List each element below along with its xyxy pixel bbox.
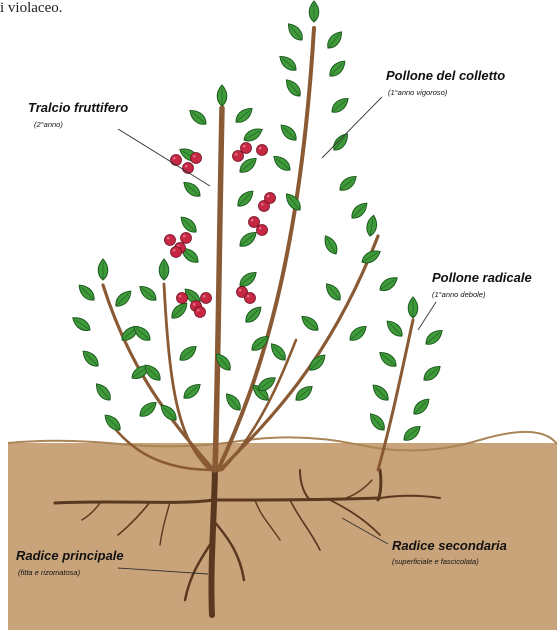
leaf <box>76 282 98 304</box>
leaf <box>337 173 359 194</box>
soil-ground <box>8 443 557 630</box>
leaf <box>242 125 265 144</box>
leaf <box>278 122 300 144</box>
raspberry-fruit <box>165 235 176 246</box>
leaf <box>421 363 443 384</box>
label-radice-secondaria: Radice secondaria <box>392 538 507 553</box>
raspberry-fruit <box>181 233 192 244</box>
leaf <box>70 314 93 334</box>
note-tralcio-fruttifero: (2°anno) <box>34 120 63 129</box>
leaf <box>283 77 304 99</box>
note-pollone-radicale: (1°anno debole) <box>432 290 485 299</box>
leaf <box>321 233 340 256</box>
leaf <box>323 281 344 303</box>
leaf <box>367 411 388 433</box>
leaf <box>401 423 423 444</box>
leaf <box>98 259 108 280</box>
raspberry-fruit <box>171 155 182 166</box>
leaf <box>347 323 369 344</box>
leaf <box>249 333 271 354</box>
raspberry-fruit <box>195 307 206 318</box>
raspberry-fruit <box>177 293 188 304</box>
label-pollone-radicale: Pollone radicale <box>432 270 532 285</box>
leaf <box>271 153 293 174</box>
leaf <box>178 214 200 236</box>
leaf <box>411 396 433 418</box>
leaf <box>177 343 199 364</box>
raspberry-fruit <box>265 193 276 204</box>
leaf <box>377 349 399 370</box>
label-tralcio-fruttifero: Tralcio fruttifero <box>28 100 128 115</box>
raspberry-fruit <box>245 293 256 304</box>
leaf <box>80 348 102 370</box>
leaf <box>243 304 265 326</box>
note-radice-secondaria: (superficiale e fascicolata) <box>392 557 479 566</box>
leaf <box>324 29 345 51</box>
raspberry-fruit <box>241 143 252 154</box>
leaf <box>299 313 321 334</box>
leaf <box>423 327 445 348</box>
label-radice-principale: Radice principale <box>16 548 124 563</box>
leaf <box>384 318 406 340</box>
note-radice-principale: (fitta e rizomatosa) <box>18 568 80 577</box>
leaf <box>137 283 159 304</box>
leaf <box>235 188 257 210</box>
leaf <box>377 274 400 294</box>
leaf <box>309 1 319 22</box>
leaf <box>408 297 418 318</box>
leaf <box>365 214 378 236</box>
leaf <box>187 107 209 128</box>
raspberry-fruit <box>171 247 182 258</box>
raspberry-fruit <box>201 293 212 304</box>
leaf <box>181 381 203 402</box>
leaf <box>329 95 351 116</box>
note-pollone-colletto: (1°anno vigoroso) <box>388 88 447 97</box>
label-pollone-colletto: Pollone del colletto <box>386 68 505 83</box>
leaf <box>370 382 392 404</box>
leaf <box>237 229 259 250</box>
leaf <box>330 131 351 153</box>
leaf <box>102 412 124 434</box>
leaf <box>217 85 227 106</box>
leaf <box>93 381 114 403</box>
leaf <box>137 399 159 420</box>
leaf <box>277 53 299 74</box>
raspberry-fruit <box>191 153 202 164</box>
leaf <box>113 288 135 310</box>
leaf <box>159 259 169 280</box>
leaf <box>233 105 255 126</box>
leaf <box>327 58 349 80</box>
raspberry-fruit <box>257 145 268 156</box>
leaf <box>223 391 244 413</box>
leaf <box>349 200 371 222</box>
leaf <box>285 21 306 43</box>
raspberry-fruit <box>257 225 268 236</box>
leaf <box>268 341 289 363</box>
leaf <box>181 179 203 200</box>
